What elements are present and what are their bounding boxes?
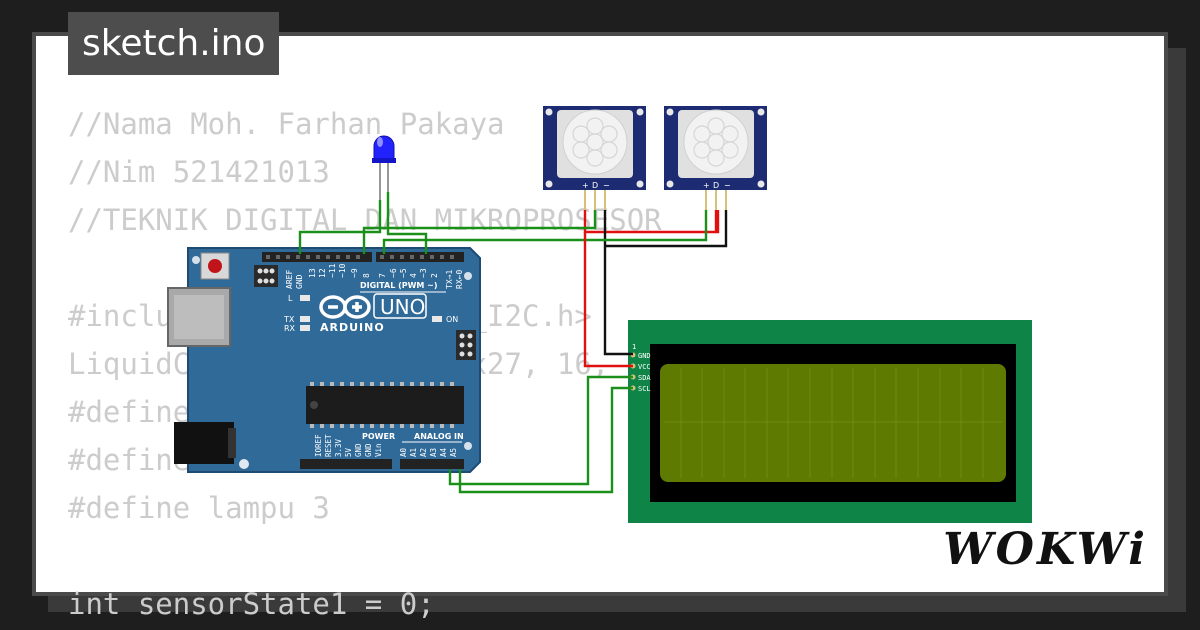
pin-label: ~6 (389, 268, 398, 278)
board-model-label: UNO (380, 295, 425, 319)
power-pin-label: 3.3V (334, 438, 343, 457)
led-label-tx: TX (283, 315, 295, 324)
pin-label: RX←0 (455, 270, 464, 289)
pir-pin-label: − (603, 181, 610, 190)
wokwi-logo: WOKWi (943, 524, 1148, 575)
wire-led-signal (386, 192, 428, 254)
pin-label: GND (295, 274, 304, 289)
tx-led (300, 316, 310, 322)
pir-pin-label: D (592, 181, 598, 190)
digital-header-label: DIGITAL (PWM ~) (360, 281, 438, 290)
code-line: #define (68, 443, 191, 477)
wire-led-gnd (298, 200, 382, 254)
lcd-pin-label: SCL (638, 385, 651, 393)
analog-header-label: ANALOG IN (414, 432, 464, 441)
pin-label: TX→1 (445, 270, 454, 289)
rx-led (300, 325, 310, 331)
lcd-screen (660, 364, 1006, 482)
power-jack (174, 422, 234, 464)
power-pin-label: GND (354, 443, 363, 457)
led-label-on: ON (446, 315, 458, 324)
power-pin-label: IOREF (314, 434, 323, 457)
wire-lcd-sda (448, 375, 633, 486)
code-line: //Nama Moh. Farhan Pakaya (68, 107, 505, 141)
wire-pir2-gnd (605, 210, 728, 248)
blue-led[interactable] (372, 135, 396, 200)
pir-sensor-2[interactable]: + D − (664, 106, 767, 190)
analog-header (400, 459, 464, 469)
code-line: int sensorState1 = 0; (68, 587, 435, 621)
lcd-display[interactable]: 1 GND VCC SDA SCL (628, 320, 1032, 523)
power-pin-label: GND (364, 443, 373, 457)
l-led (300, 295, 310, 301)
lcd-pin-label: GND (638, 352, 651, 360)
wire-lcd-vcc (583, 232, 633, 368)
power-pin-label: RESET (324, 434, 333, 457)
pin-label: 13 (308, 268, 317, 278)
wire-pir1-gnd (603, 210, 633, 356)
file-title-tab[interactable]: sketch.ino (68, 12, 280, 75)
lcd-pin-label: 1 (632, 343, 636, 351)
analog-pin-label: A5 (449, 448, 458, 457)
arduino-uno-board[interactable]: AREF GND 13 12 ~11 ~10 ~9 8 7 ~6 ~5 4 ~3… (167, 247, 481, 473)
wire-lcd-scl (458, 386, 633, 494)
pin-label: ~11 (328, 263, 337, 278)
reset-button-cap[interactable] (208, 259, 222, 273)
power-pin-label: 5V (344, 447, 353, 457)
analog-pin-label: A3 (429, 448, 438, 457)
pin-label: ~3 (419, 268, 428, 278)
led-label-l: L (288, 294, 293, 303)
on-led (432, 316, 442, 322)
wire-pir1-signal (362, 210, 597, 254)
pin-label: AREF (285, 270, 294, 289)
analog-pin-label: A1 (409, 448, 418, 457)
led-label-rx: RX (284, 324, 296, 333)
pir-sensor-1[interactable]: + D − (543, 106, 646, 190)
pin-label: ~9 (350, 268, 359, 278)
analog-pin-label: A4 (439, 447, 448, 457)
code-line: #define (68, 395, 191, 429)
wires (298, 192, 728, 494)
pin-label: 12 (318, 268, 327, 278)
pin-label: 8 (362, 273, 371, 278)
board-brand-label: ARDUINO (320, 321, 385, 334)
lcd-pin-label: SDA (638, 374, 651, 382)
analog-pin-label: A0 (399, 447, 408, 457)
pin-label: 7 (378, 273, 387, 278)
pir-pin-label: − (724, 181, 731, 190)
lcd-pin-label: VCC (638, 363, 651, 371)
pir-pin-label: D (713, 181, 719, 190)
code-line: #define lampu 3 (68, 491, 330, 525)
code-line: //Nim 521421013 (68, 155, 330, 189)
analog-pin-label: A2 (419, 448, 428, 457)
pir-pin-label: + (582, 181, 589, 190)
power-header (300, 459, 392, 469)
wire-pir2-signal (382, 210, 708, 254)
pin-label: 4 (409, 273, 418, 278)
arduino-infinity-logo (319, 295, 371, 319)
pir-pin-label: + (703, 181, 710, 190)
pin-label: ~10 (338, 263, 347, 278)
atmega-chip (306, 386, 464, 424)
power-header-label: POWER (362, 432, 395, 441)
pin-label: 2 (430, 273, 439, 278)
wire-pir1-vcc (583, 210, 720, 234)
pin-label: ~5 (399, 268, 408, 278)
power-pin-label: Vin (374, 443, 383, 457)
